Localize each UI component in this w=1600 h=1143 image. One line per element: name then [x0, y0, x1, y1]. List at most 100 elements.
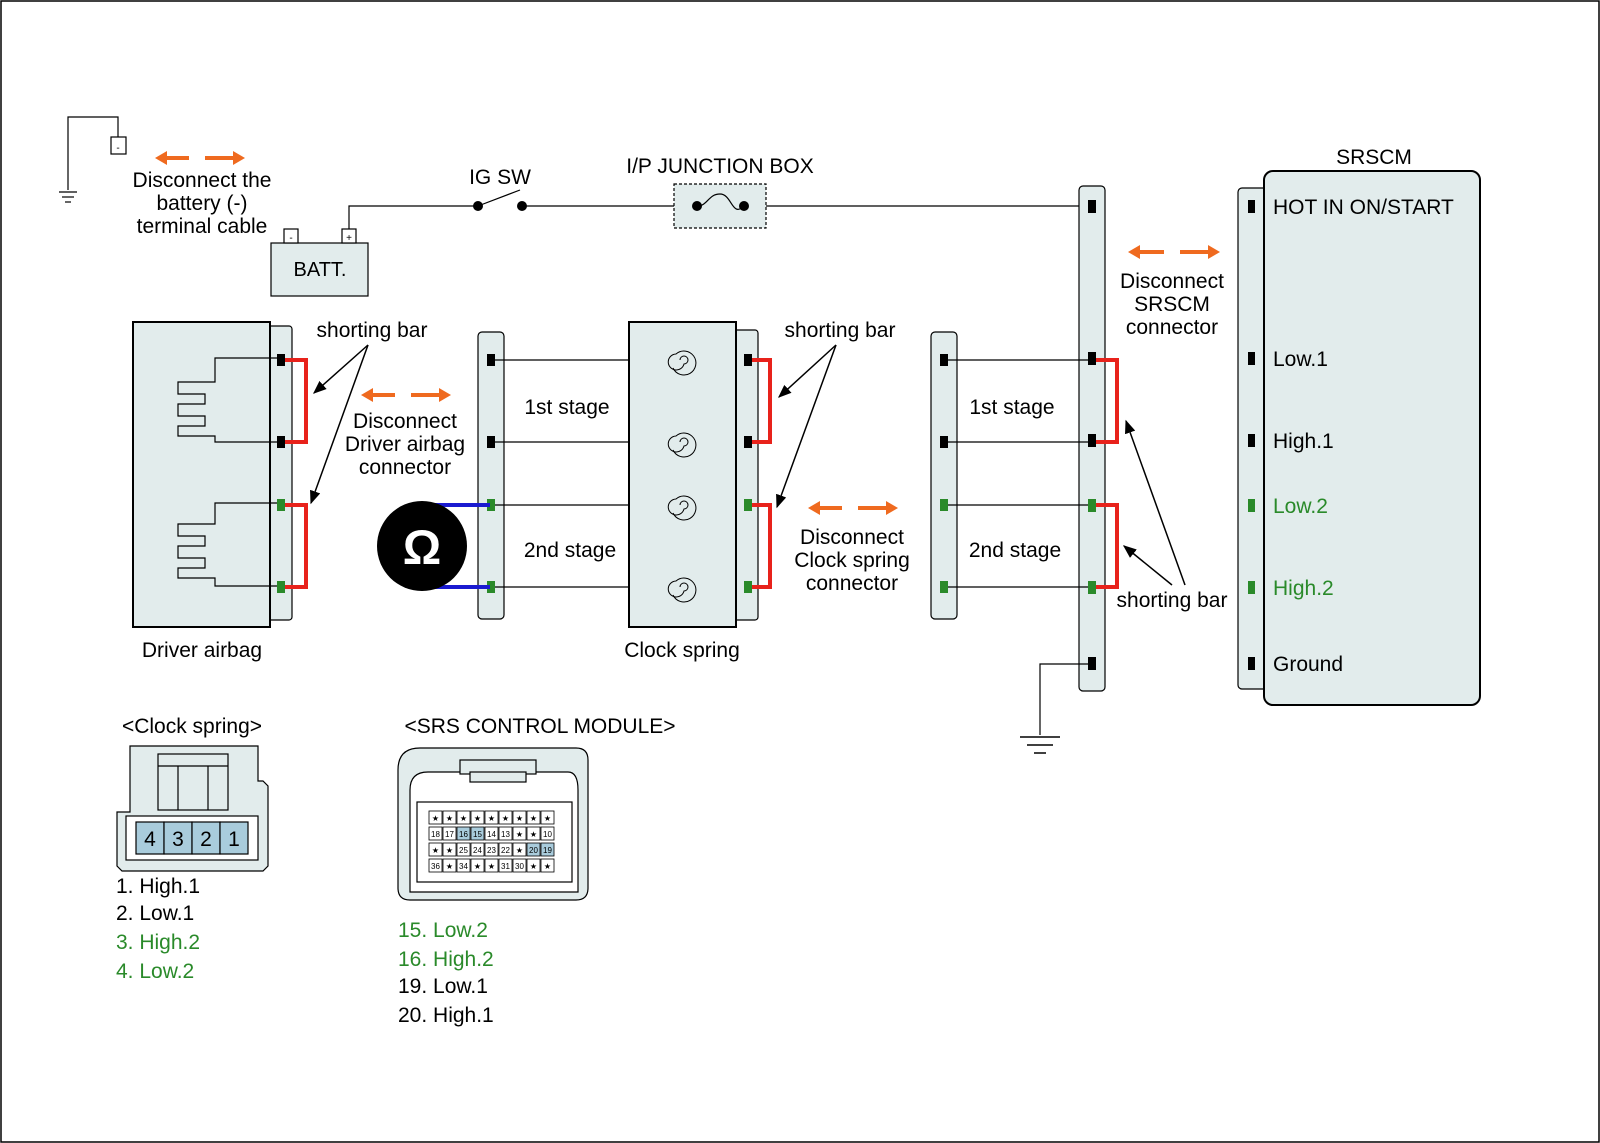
srs-pin-cell: [498, 842, 513, 857]
shorting-bar-label-srscm: shorting bar: [1117, 589, 1228, 612]
srs-pin-cell: [512, 842, 527, 857]
cs-pin-2: 2: [200, 828, 212, 851]
clock-spring: [628, 321, 759, 628]
battery-terminal-cable: -: [59, 116, 127, 203]
srs-pin-cell: [526, 810, 541, 825]
srscm-box: [1263, 170, 1481, 706]
srs-pin-label: ★: [502, 814, 509, 823]
srs-legend-4: 20. High.1: [398, 1004, 494, 1027]
clock-disconnect-line3: connector: [806, 572, 898, 595]
cs-legend-4: 4. Low.2: [116, 960, 194, 983]
cs-pin-4: 4: [144, 828, 156, 851]
srs-pin-cell: [428, 842, 443, 857]
srs-pin-label: 19: [543, 846, 552, 855]
srs-pin-label: ★: [530, 862, 537, 871]
stage-label-first-left: 1st stage: [524, 396, 609, 419]
cs-legend-3: 3. High.2: [116, 931, 200, 954]
clock-spring-connector-title: <Clock spring>: [122, 715, 262, 738]
srs-pin-label: ★: [446, 846, 453, 855]
pointer-arrow-icon: [1122, 545, 1173, 586]
srs-pin-cell: [456, 842, 471, 857]
ohmmeter-symbol: Ω: [403, 522, 441, 575]
srs-pin-label: ★: [516, 814, 523, 823]
airbag-disconnect-line2: Driver airbag: [345, 433, 465, 456]
cable-terminal-symbol: -: [116, 143, 119, 154]
driver-airbag-label: Driver airbag: [142, 639, 262, 662]
srs-pin-cell: [442, 858, 457, 873]
clock-disconnect-line2: Clock spring: [794, 549, 910, 572]
clock-spring-connector-drawing: [116, 745, 269, 872]
srs-pin-cell: [512, 858, 527, 873]
srs-pin-label: 36: [431, 862, 440, 871]
battery-disconnect-line2: battery (-): [156, 192, 247, 215]
battery: - + BATT.: [270, 228, 369, 297]
srs-pin-label: 34: [459, 862, 468, 871]
clock-spring-output-pins: [940, 354, 948, 593]
srs-pin-label: ★: [530, 814, 537, 823]
cs-pin-3: 3: [172, 828, 184, 851]
srs-pin-label: ★: [544, 862, 551, 871]
srscm-pin-high1: High.1: [1273, 430, 1334, 453]
srs-legend-3: 19. Low.1: [398, 975, 488, 998]
srs-pin-cell: [512, 826, 527, 841]
srs-pin-label: ★: [516, 830, 523, 839]
airbag-disconnect-line1: Disconnect: [353, 410, 457, 433]
srs-pin-cell: [428, 810, 443, 825]
shorting-bar: [752, 358, 772, 589]
srs-pin-cell: [484, 858, 499, 873]
power-wire: [348, 205, 478, 229]
srscm-pin-low1: Low.1: [1273, 348, 1328, 371]
srs-pin-cell: [498, 810, 513, 825]
srs-pin-label: 16: [459, 830, 468, 839]
srs-pin-label: 25: [459, 846, 468, 855]
clock-spring-label: Clock spring: [624, 639, 740, 662]
disconnect-arrow-icon: [361, 388, 451, 402]
srs-pin-cell: [470, 858, 485, 873]
battery-neg-symbol: -: [289, 233, 292, 244]
stage-label-first-right: 1st stage: [969, 396, 1054, 419]
shorting-bar: [285, 358, 308, 589]
srs-pin-cell: [456, 826, 471, 841]
srs-pin-cell: [526, 826, 541, 841]
srs-pin-label: ★: [544, 814, 551, 823]
srs-pin-label: ★: [488, 862, 495, 871]
cs-legend-1: 1. High.1: [116, 875, 200, 898]
ground-icon: [59, 191, 77, 203]
srs-pin-label: 20: [529, 846, 538, 855]
srscm-wires: [948, 359, 1088, 588]
srs-pin-label: ★: [474, 814, 481, 823]
srs-pin-label: 31: [501, 862, 510, 871]
srs-pin-cell: [526, 858, 541, 873]
ground-icon: [1020, 736, 1060, 754]
srs-pin-label: ★: [432, 814, 439, 823]
clock-spring-harness-pins: [487, 354, 495, 593]
shorting-bar: [1096, 358, 1119, 589]
srs-pin-cell: [470, 810, 485, 825]
disconnect-arrow-icon: [155, 151, 245, 165]
srs-pin-cell: [470, 842, 485, 857]
pointer-arrow-icon: [1125, 419, 1186, 586]
srs-pin-cell: [540, 842, 555, 857]
srs-pin-cell: [442, 826, 457, 841]
srs-pin-cell: [526, 842, 541, 857]
srscm-pin-hot: HOT IN ON/START: [1273, 196, 1454, 219]
srs-pin-label: 14: [487, 830, 496, 839]
srs-pin-label: 18: [431, 830, 440, 839]
srs-pin-cell: [470, 826, 485, 841]
srs-pin-label: 10: [543, 830, 552, 839]
shorting-bar-label-clock: shorting bar: [785, 319, 896, 342]
srscm-disconnect-line1: Disconnect: [1120, 270, 1224, 293]
clock-spring-output-connector: [930, 331, 958, 620]
srs-pin-label: 13: [501, 830, 510, 839]
ig-switch-icon: [473, 189, 527, 211]
srs-pin-label: ★: [446, 814, 453, 823]
ig-switch-label: IG SW: [469, 166, 531, 189]
cs-legend-2: 2. Low.1: [116, 902, 194, 925]
ohmmeter-icon: [377, 501, 467, 591]
srs-pin-cell: [442, 842, 457, 857]
srs-pin-label: 30: [515, 862, 524, 871]
srs-pin-label: 23: [487, 846, 496, 855]
